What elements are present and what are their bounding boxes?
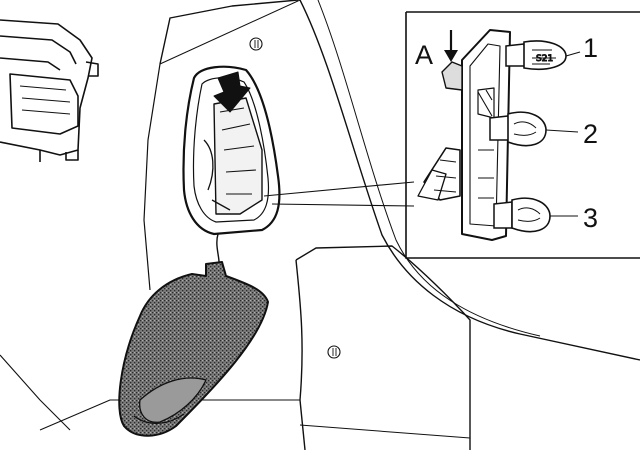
bulb-3 [493, 197, 551, 233]
label-bulb-1: 1 [583, 33, 598, 63]
panel-marker [327, 345, 341, 359]
callout-lines [545, 51, 581, 217]
lamp-cover-removed [118, 261, 269, 437]
arrow-a-icon [444, 30, 458, 62]
bulb-holder [417, 29, 511, 241]
lamp-housing-opening [182, 65, 281, 236]
leader-line [263, 181, 415, 207]
label-bulb-3: 3 [583, 203, 598, 233]
bulb-1: S21 [505, 40, 567, 71]
panel-marker [249, 37, 263, 51]
bulb-2 [489, 111, 547, 147]
label-bulb-2: 2 [583, 119, 598, 149]
bulb-1-marking: S21 [536, 54, 553, 64]
label-a: A [415, 40, 433, 70]
car-overview-inset [0, 19, 99, 162]
detail-inset-frame [405, 11, 640, 259]
